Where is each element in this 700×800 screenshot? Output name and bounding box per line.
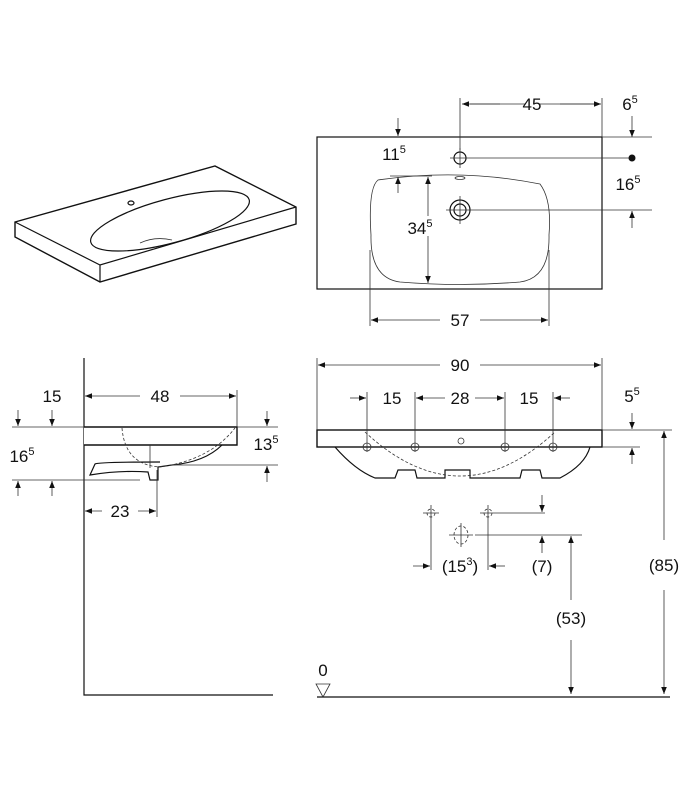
dim-6-5: 65 <box>622 94 638 114</box>
dim-15-left: 15 <box>383 389 402 408</box>
dim-34-5: 345 <box>407 218 432 238</box>
top-view: 45 65 165 115 345 57 <box>316 94 652 330</box>
floor-level-triangle-icon <box>315 683 331 698</box>
dim-28: 28 <box>451 389 470 408</box>
dim-15: 15 <box>43 387 62 406</box>
dim-7: (7) <box>532 557 553 576</box>
side-view: 15 48 135 165 23 <box>9 358 279 696</box>
isometric-view <box>14 165 297 283</box>
dim-48: 48 <box>151 387 170 406</box>
dim-13-5: 135 <box>253 434 278 454</box>
front-view: 90 15 28 15 55 (85) (7) (153) (53) 0 <box>315 356 679 698</box>
floor-level-label: 0 <box>318 661 327 680</box>
dim-53: (53) <box>556 609 586 628</box>
dim-57: 57 <box>451 311 470 330</box>
dim-85: (85) <box>649 556 679 575</box>
dim-15-3: (153) <box>442 556 478 576</box>
dim-5-5: 55 <box>624 386 640 406</box>
dim-23: 23 <box>111 502 130 521</box>
dim-16-5: 165 <box>615 174 640 194</box>
dim-45: 45 <box>523 95 542 114</box>
dim-15-right: 15 <box>520 389 539 408</box>
dim-16-5-side: 165 <box>9 446 34 466</box>
dim-90: 90 <box>451 356 470 375</box>
dim-11-5: 115 <box>382 144 406 164</box>
